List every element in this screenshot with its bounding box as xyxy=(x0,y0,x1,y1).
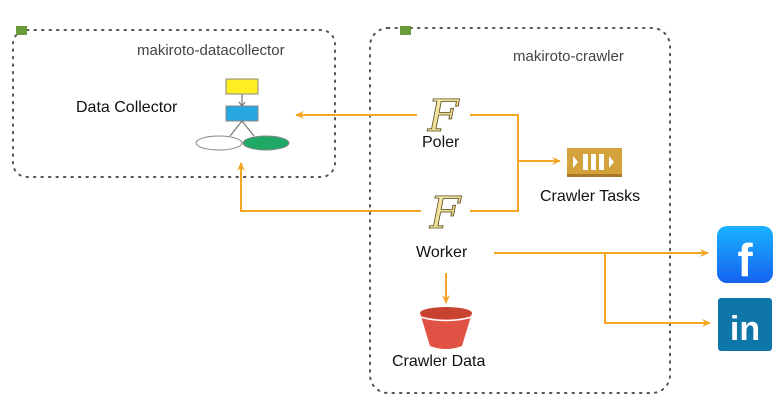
group-badge-icon xyxy=(16,26,27,35)
queue-icon xyxy=(567,148,622,177)
node-label-poler: Poler xyxy=(422,134,460,151)
node-label-worker: Worker xyxy=(416,244,468,261)
edge-worker-to-linkedin xyxy=(604,253,711,327)
svg-text:in: in xyxy=(730,310,760,348)
node-label-data-collector: Data Collector xyxy=(76,99,178,116)
group-label-datacollector: makiroto-datacollector xyxy=(137,42,285,59)
svg-text:F: F xyxy=(429,188,462,239)
group-badge-icon xyxy=(400,26,411,35)
poler-fargate-icon: F xyxy=(426,91,460,143)
edge-worker-to-data-collector xyxy=(237,162,421,212)
node-label-crawler-data: Crawler Data xyxy=(392,353,486,370)
svg-text:f: f xyxy=(737,234,753,286)
bucket-icon xyxy=(419,307,473,349)
linkedin-icon[interactable]: in xyxy=(718,298,772,351)
edge-worker-to-crawler-tasks xyxy=(470,161,519,212)
worker-fargate-icon: F xyxy=(428,188,462,240)
svg-text:F: F xyxy=(427,91,460,142)
node-label-crawler-tasks: Crawler Tasks xyxy=(540,188,641,205)
group-datacollector xyxy=(12,26,336,178)
group-crawler xyxy=(369,26,671,394)
edge-poler-to-crawler-tasks xyxy=(470,114,561,165)
facebook-icon[interactable]: f xyxy=(717,226,773,286)
workflow-icon xyxy=(195,78,290,151)
group-label-crawler: makiroto-crawler xyxy=(513,48,624,65)
